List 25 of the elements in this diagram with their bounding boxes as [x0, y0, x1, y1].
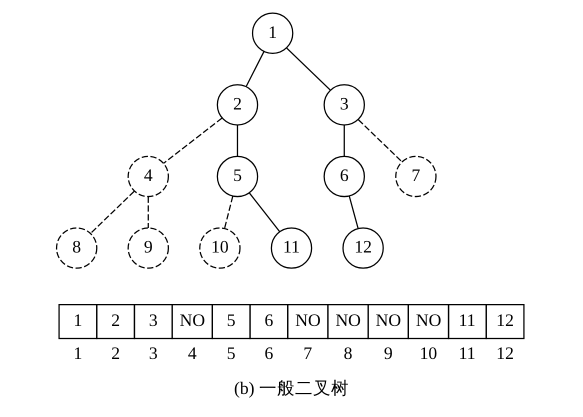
label: 2 [111, 310, 120, 330]
label: 5 [226, 310, 236, 330]
label: 12 [496, 310, 514, 330]
caption: (b) 一般二叉树 [234, 378, 349, 398]
label: 3 [148, 342, 158, 363]
label: 11 [458, 310, 476, 330]
label: 2 [111, 342, 120, 363]
label: 7 [303, 342, 312, 363]
label: NO [376, 310, 402, 330]
label: NO [180, 310, 206, 330]
label: NO [295, 310, 321, 330]
label: 3 [148, 310, 158, 330]
label: 11 [458, 342, 476, 363]
label: NO [335, 310, 361, 330]
label: 1 [74, 310, 82, 330]
label: 6 [264, 310, 274, 330]
label: 4 [188, 342, 197, 363]
label: 10 [420, 342, 438, 363]
label: 1 [74, 342, 82, 363]
label: NO [416, 310, 442, 330]
label: 12 [496, 342, 514, 363]
label: 5 [226, 342, 236, 363]
label: 9 [384, 342, 393, 363]
label: 8 [344, 342, 352, 363]
label: 6 [264, 342, 274, 363]
